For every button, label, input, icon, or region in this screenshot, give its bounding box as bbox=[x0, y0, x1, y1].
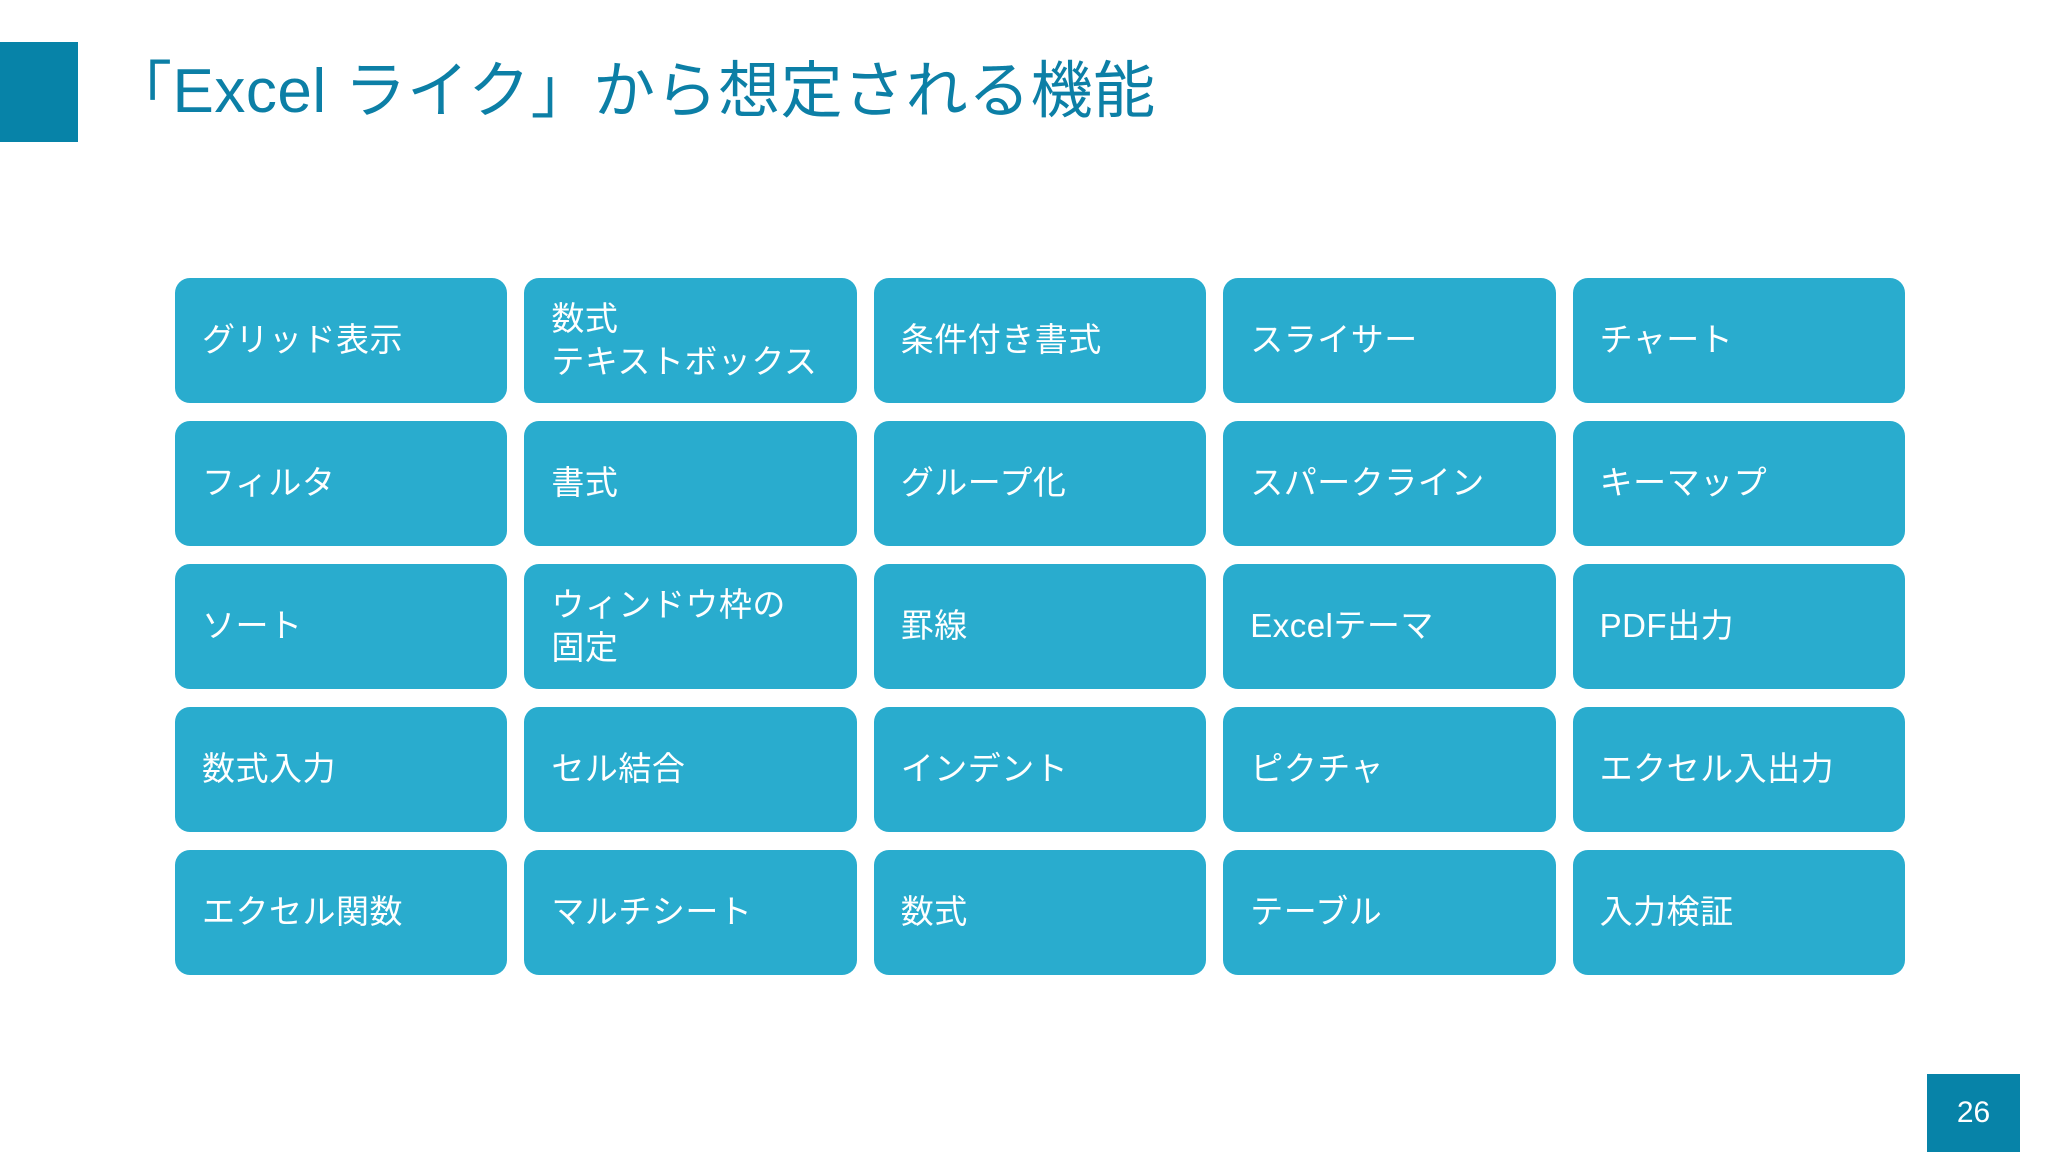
feature-tile[interactable]: 数式 bbox=[873, 850, 1207, 975]
feature-tile[interactable]: フィルタ bbox=[175, 421, 508, 546]
feature-tile-label: エクセル関数 bbox=[202, 893, 403, 931]
feature-tile-label: スライサー bbox=[1250, 321, 1418, 359]
feature-tile-label: キーマップ bbox=[1599, 464, 1768, 502]
feature-tile[interactable]: チャート bbox=[1572, 278, 1905, 403]
feature-tile[interactable]: エクセル関数 bbox=[175, 850, 508, 975]
feature-tile-label: 入力検証 bbox=[1599, 893, 1734, 931]
slide-title-bar: 「Excel ライク」から想定される機能 bbox=[0, 42, 1156, 142]
feature-tile-label: セル結合 bbox=[551, 750, 686, 788]
feature-tile-label: 書式 bbox=[551, 464, 619, 502]
feature-tile[interactable]: ピクチャ bbox=[1223, 707, 1556, 832]
feature-tile[interactable]: キーマップ bbox=[1572, 421, 1905, 546]
feature-tile-label: スパークライン bbox=[1250, 464, 1485, 502]
feature-tile-label: ウィンドウ枠の 固定 bbox=[551, 585, 786, 666]
feature-tile[interactable]: 罫線 bbox=[873, 564, 1207, 689]
feature-tile[interactable]: 数式入力 bbox=[175, 707, 508, 832]
title-accent-block bbox=[0, 42, 78, 142]
feature-tile-label: 罫線 bbox=[900, 607, 968, 645]
feature-tile-label: グリッド表示 bbox=[202, 321, 403, 359]
feature-tile-label: 数式 bbox=[900, 893, 968, 931]
feature-tile-label: フィルタ bbox=[202, 464, 336, 502]
feature-tile-label: テーブル bbox=[1250, 893, 1383, 931]
feature-tile[interactable]: テーブル bbox=[1223, 850, 1556, 975]
feature-tile[interactable]: セル結合 bbox=[524, 707, 857, 832]
feature-tile-label: ピクチャ bbox=[1250, 750, 1384, 788]
page-number-label: 26 bbox=[1956, 1096, 1991, 1129]
feature-tile-label: 数式 テキストボックス bbox=[551, 299, 818, 380]
feature-tile-label: エクセル入出力 bbox=[1599, 750, 1835, 788]
feature-tile[interactable]: Excelテーマ bbox=[1223, 564, 1556, 689]
feature-tile[interactable]: PDF出力 bbox=[1572, 564, 1905, 689]
feature-tile-label: ソート bbox=[202, 607, 303, 645]
feature-tile-label: グループ化 bbox=[900, 464, 1067, 502]
feature-tile[interactable]: 入力検証 bbox=[1572, 850, 1905, 975]
page-title: 「Excel ライク」から想定される機能 bbox=[110, 57, 1156, 127]
feature-tile[interactable]: グリッド表示 bbox=[175, 278, 508, 403]
feature-tile-label: 条件付き書式 bbox=[900, 321, 1102, 359]
feature-tile-label: マルチシート bbox=[551, 893, 753, 931]
feature-tile[interactable]: 書式 bbox=[524, 421, 857, 546]
feature-tile[interactable]: 数式 テキストボックス bbox=[524, 278, 857, 403]
feature-tile-label: PDF出力 bbox=[1599, 607, 1735, 645]
feature-tile-label: インデント bbox=[900, 750, 1069, 788]
feature-tile[interactable]: スパークライン bbox=[1223, 421, 1556, 546]
feature-tile-label: Excelテーマ bbox=[1250, 607, 1434, 645]
feature-tile[interactable]: エクセル入出力 bbox=[1572, 707, 1905, 832]
feature-tile[interactable]: スライサー bbox=[1223, 278, 1556, 403]
feature-tile-grid: グリッド表示 数式 テキストボックス 条件付き書式 スライサー チャート フィル… bbox=[175, 278, 1905, 975]
feature-tile-label: チャート bbox=[1599, 321, 1734, 359]
feature-tile[interactable]: ソート bbox=[175, 564, 508, 689]
feature-tile[interactable]: グループ化 bbox=[873, 421, 1207, 546]
feature-tile[interactable]: インデント bbox=[873, 707, 1207, 832]
feature-tile[interactable]: マルチシート bbox=[524, 850, 857, 975]
page-number-badge: 26 bbox=[1927, 1074, 2020, 1152]
feature-tile[interactable]: ウィンドウ枠の 固定 bbox=[524, 564, 857, 689]
feature-tile[interactable]: 条件付き書式 bbox=[873, 278, 1207, 403]
feature-tile-label: 数式入力 bbox=[202, 750, 336, 788]
